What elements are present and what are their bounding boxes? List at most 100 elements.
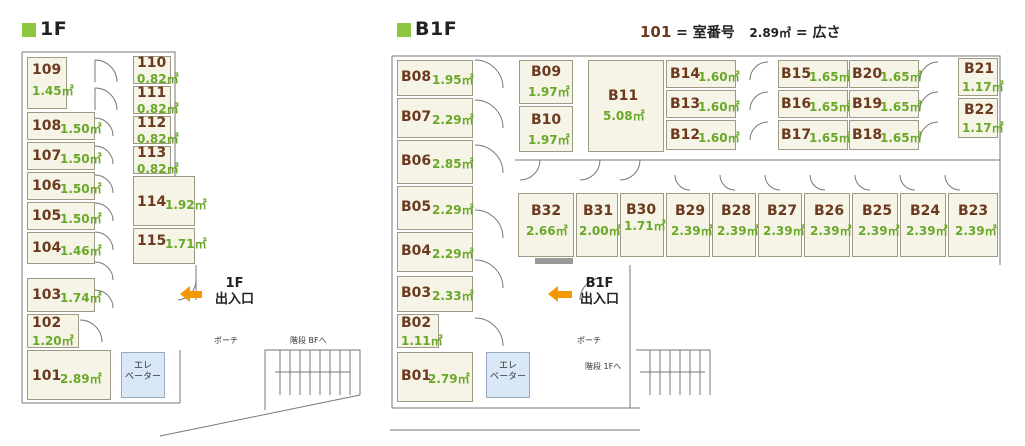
room-111 — [133, 86, 171, 114]
elevator-label: エレ ベーター — [489, 361, 526, 382]
room-number: B19 — [852, 96, 883, 112]
room-area: 1.50㎡ — [60, 152, 102, 166]
room-115 — [133, 228, 195, 264]
room-area: 1.65㎡ — [809, 70, 851, 84]
room-B31 — [576, 193, 618, 257]
room-number: 105 — [32, 208, 62, 224]
room-area: 1.92㎡ — [165, 198, 207, 212]
room-area: 1.95㎡ — [432, 73, 474, 87]
legend-area-text: = 広さ — [791, 25, 841, 41]
room-area: 1.97㎡ — [528, 85, 570, 99]
room-number: B12 — [670, 127, 701, 143]
room-number: B05 — [401, 199, 432, 215]
room-B04 — [397, 232, 473, 272]
room-area: 2.85㎡ — [432, 157, 474, 171]
room-number: B14 — [670, 66, 701, 82]
room-area: 1.50㎡ — [60, 212, 102, 226]
room-number: 114 — [137, 194, 167, 210]
room-number: 113 — [137, 145, 167, 161]
entrance-1f: 1F 出入口 — [215, 276, 254, 308]
room-area: 1.65㎡ — [880, 100, 922, 114]
room-number: B01 — [401, 368, 432, 384]
room-number: 110 — [137, 55, 167, 71]
entrance-1f-floor: 1F — [225, 276, 244, 291]
room-number: 106 — [32, 178, 62, 194]
room-area: 0.82㎡ — [137, 72, 179, 86]
room-113 — [133, 146, 171, 174]
room-B25 — [852, 193, 898, 257]
room-B05 — [397, 186, 473, 230]
room-area: 1.65㎡ — [880, 131, 922, 145]
room-number: B20 — [852, 66, 883, 82]
room-area: 2.29㎡ — [432, 203, 474, 217]
room-area: 1.11㎡ — [401, 334, 443, 348]
floor-marker-1f — [22, 23, 36, 37]
room-area: 1.17㎡ — [962, 80, 1004, 94]
room-area: 1.50㎡ — [60, 122, 102, 136]
room-area: 1.17㎡ — [962, 121, 1004, 135]
room-area: 2.29㎡ — [432, 247, 474, 261]
room-B21 — [958, 58, 998, 96]
room-110 — [133, 56, 171, 84]
room-number: 109 — [32, 62, 62, 78]
room-B14 — [666, 60, 736, 88]
entrance-arrow-icon — [180, 286, 190, 302]
room-area: 1.20㎡ — [32, 334, 74, 348]
room-number: B03 — [401, 285, 432, 301]
room-B02 — [397, 314, 439, 348]
room-number: 103 — [32, 287, 62, 303]
room-B32 — [518, 193, 574, 257]
room-number: B32 — [531, 203, 562, 219]
room-number: B31 — [583, 203, 614, 219]
room-B19 — [849, 90, 919, 118]
entrance-arrow-icon — [548, 286, 558, 302]
room-area: 1.50㎡ — [60, 182, 102, 196]
room-number: B10 — [531, 112, 562, 128]
room-number: B29 — [675, 203, 706, 219]
entrance-b1f-label: 出入口 — [580, 292, 620, 307]
floor-title-b1f: B1F — [415, 18, 458, 40]
room-area: 1.60㎡ — [698, 100, 740, 114]
room-number: B17 — [781, 127, 812, 143]
room-area: 2.39㎡ — [763, 224, 805, 238]
room-B27 — [758, 193, 802, 257]
room-area: 1.45㎡ — [32, 84, 74, 98]
room-112 — [133, 116, 171, 144]
room-area: 0.82㎡ — [137, 162, 179, 176]
room-number: B26 — [814, 203, 845, 219]
room-area: 2.89㎡ — [60, 372, 102, 386]
entrance-arrow-bar-1f — [188, 291, 202, 298]
stairs-label-b1f: 階段 1Fへ — [585, 362, 622, 371]
entrance-1f-label: 出入口 — [215, 292, 255, 307]
room-114 — [133, 176, 195, 226]
room-102 — [27, 314, 79, 348]
porch-label-1f: ポーチ — [214, 336, 238, 345]
room-number: B25 — [862, 203, 893, 219]
room-number: 111 — [137, 85, 167, 101]
room-area: 2.00㎡ — [579, 224, 621, 238]
room-B06 — [397, 140, 473, 184]
room-area: 1.65㎡ — [880, 70, 922, 84]
room-number: 104 — [32, 240, 62, 256]
room-B30 — [620, 193, 664, 257]
room-area: 1.97㎡ — [528, 133, 570, 147]
room-area: 0.82㎡ — [137, 102, 179, 116]
room-number: B11 — [608, 88, 639, 104]
room-number: B16 — [781, 96, 812, 112]
room-area: 2.39㎡ — [671, 224, 713, 238]
room-B15 — [778, 60, 848, 88]
room-number: B21 — [964, 61, 995, 77]
room-B16 — [778, 90, 848, 118]
room-area: 2.79㎡ — [428, 372, 470, 386]
room-number: B28 — [721, 203, 752, 219]
room-area: 2.33㎡ — [432, 289, 474, 303]
room-B24 — [900, 193, 946, 257]
room-B13 — [666, 90, 736, 118]
room-B29 — [666, 193, 710, 257]
room-number: B06 — [401, 153, 432, 169]
room-number: 107 — [32, 148, 62, 164]
legend-area: 2.89㎡ — [749, 26, 792, 40]
room-area: 2.29㎡ — [432, 113, 474, 127]
room-number: B23 — [958, 203, 989, 219]
room-B12 — [666, 120, 736, 150]
